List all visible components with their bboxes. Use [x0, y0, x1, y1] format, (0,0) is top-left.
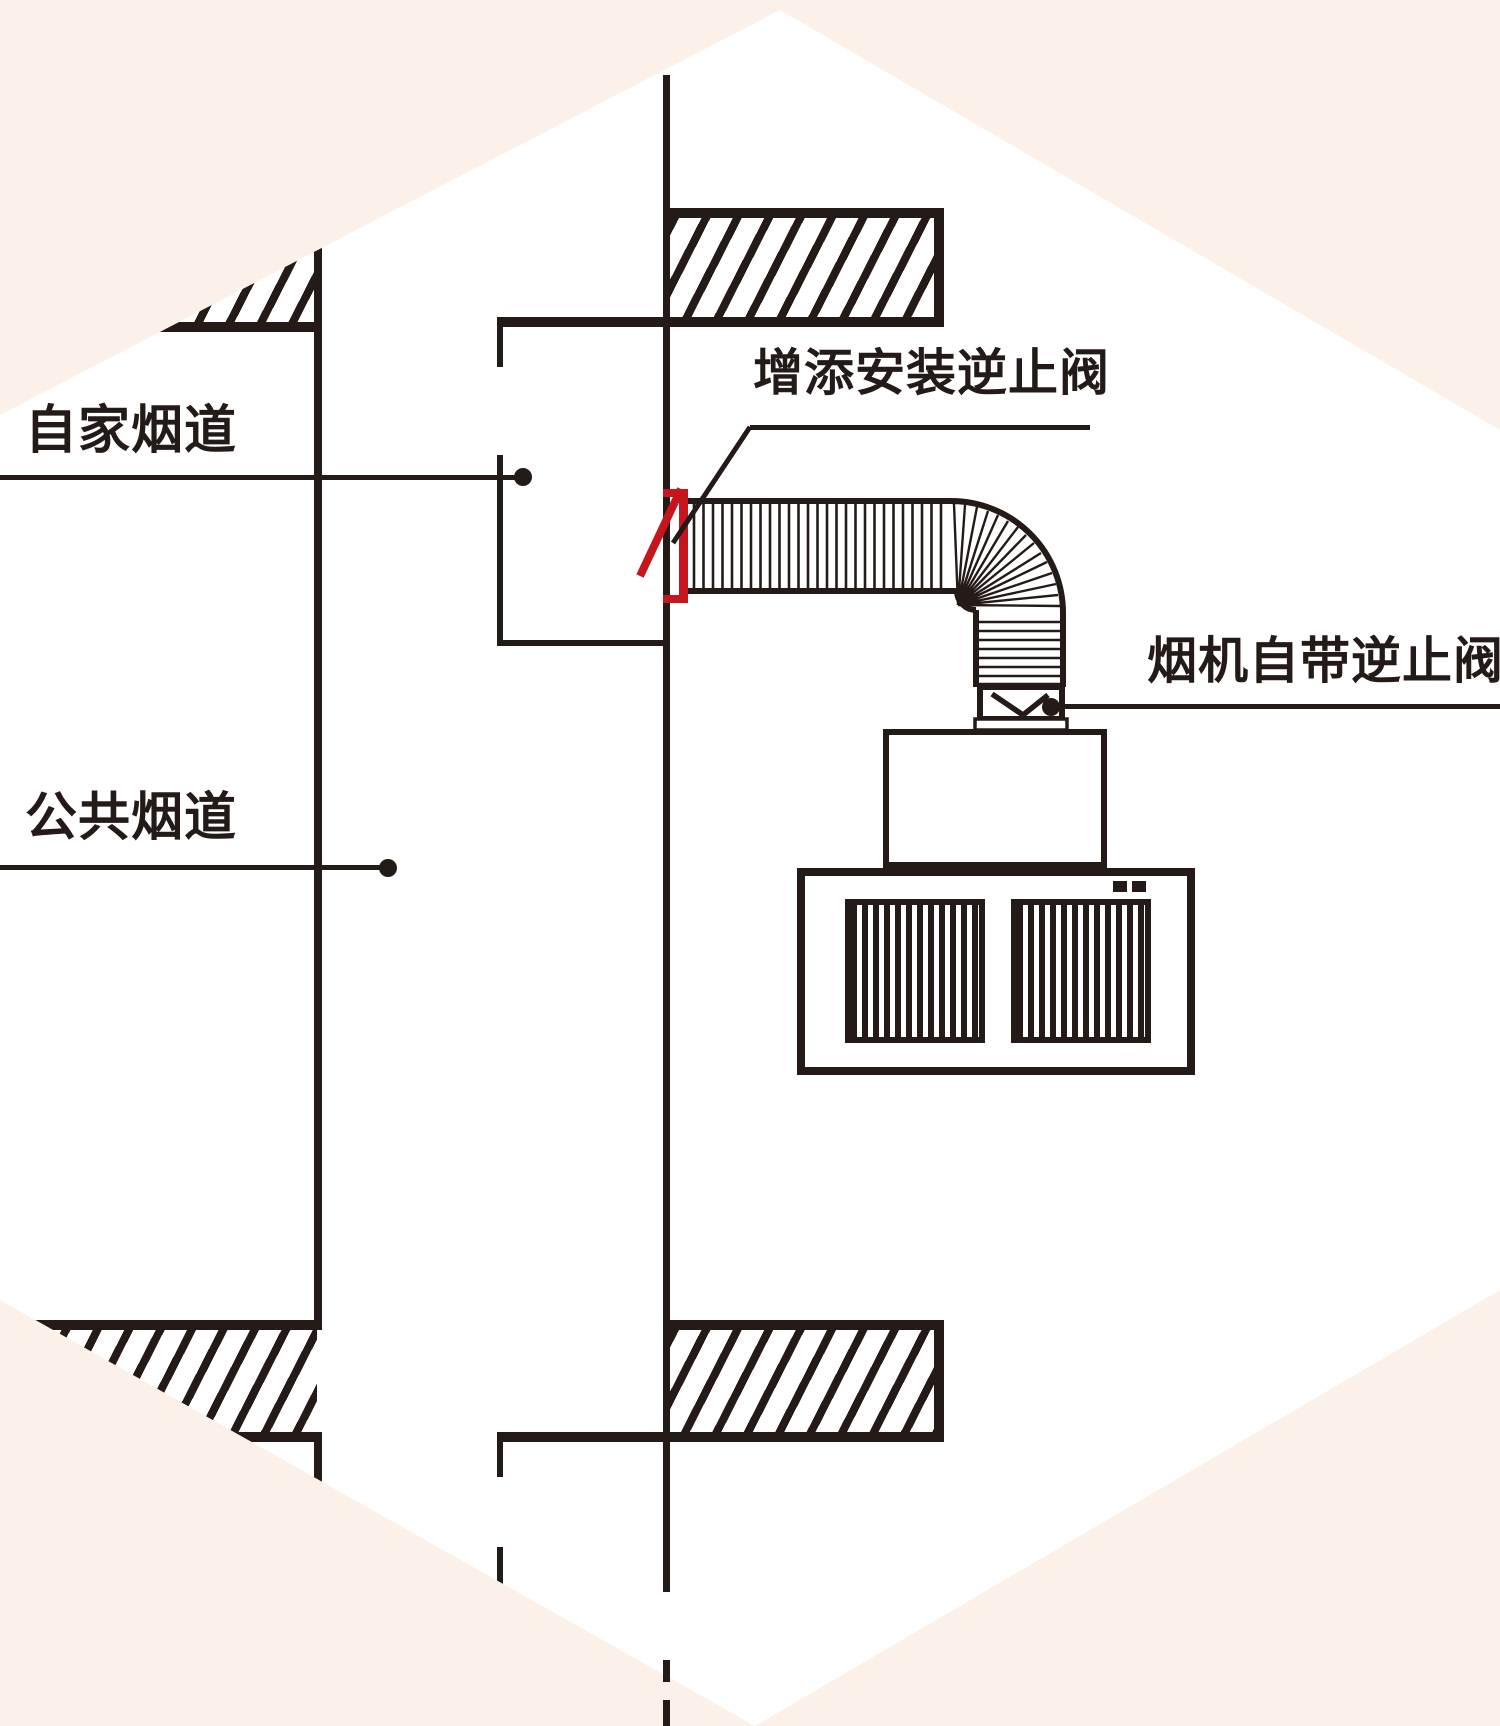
added-check-valve-label: 增添安装逆止阀 [753, 344, 1110, 402]
duct-ribs-horizontal [692, 504, 943, 588]
hood-button-1 [1113, 881, 1127, 892]
ceiling-slab-right-top-border [666, 208, 944, 218]
main-wall-dash-1 [663, 1660, 670, 1682]
bottom-step-vertical [497, 1437, 503, 1477]
public-flue-leader-dot-icon [379, 859, 397, 877]
floor-slab-left-top-border [30, 1320, 322, 1330]
public-flue-leader-line [0, 865, 388, 870]
builtin-valve-leader-line [1056, 704, 1500, 709]
main-wall-line [663, 75, 670, 1592]
hood-filter-grille-left [845, 899, 985, 1043]
bottom-step-dash [497, 1547, 503, 1590]
ceiling-step-line [497, 317, 944, 327]
duct-elbow-fan-ribs [952, 503, 1061, 608]
hood-filter-grille-right [1011, 899, 1151, 1043]
duct-ribs-vertical [979, 620, 1060, 686]
public-flue-label: 公共烟道 [25, 788, 238, 848]
added-valve-leader-diagonal [670, 425, 753, 545]
floor-step-line [497, 1432, 944, 1442]
ceiling-slab-right-hatch [670, 218, 938, 322]
left-wall-line [314, 208, 322, 1325]
own-flue-partition-lower [497, 455, 503, 646]
floor-slab-right-end-border [934, 1320, 944, 1442]
left-wall-line-lower [314, 1437, 322, 1507]
main-wall-dash-2 [663, 1700, 670, 1726]
own-flue-label: 自家烟道 [25, 401, 238, 461]
ceiling-slab-left-bottom-border [120, 322, 322, 332]
red-check-valve-icon [636, 487, 688, 603]
own-flue-partition-top [497, 320, 503, 367]
added-valve-underline [750, 425, 1090, 430]
ceiling-slab-right-end-border [934, 208, 944, 327]
duct-elbow-outer-arc [950, 498, 1066, 614]
own-flue-leader-line [0, 475, 523, 480]
own-flue-leader-dot-icon [514, 468, 532, 486]
builtin-valve-leader-dot-icon [1042, 698, 1060, 716]
floor-slab-right-hatch [670, 1330, 938, 1432]
hood-chimney [883, 729, 1107, 868]
own-flue-bottom-line [497, 640, 670, 646]
hood-button-2 [1132, 881, 1146, 892]
floor-slab-right-top-border [666, 1320, 944, 1330]
v-flap-check-valve-icon [990, 691, 1050, 719]
builtin-check-valve-label: 烟机自带逆止阀 [1147, 632, 1500, 690]
